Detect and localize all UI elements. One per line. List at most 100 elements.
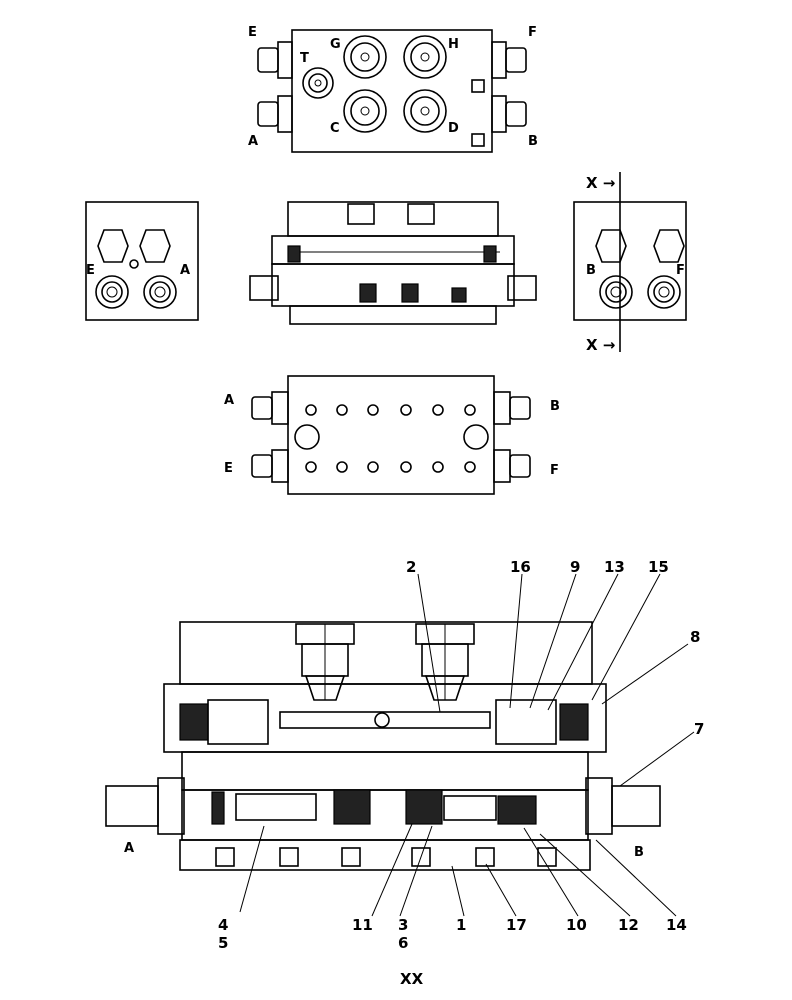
section-port-b-fitting — [585, 777, 661, 835]
callout-3: 3 — [398, 916, 408, 934]
section-base — [179, 839, 591, 871]
mini-spring-left — [287, 245, 301, 263]
section-piston-left — [235, 793, 317, 821]
top-port-e-label: E — [248, 25, 257, 40]
section-middle-body — [163, 683, 607, 753]
section-relief-valve-left — [295, 623, 355, 701]
callout-17: 17 — [506, 916, 527, 934]
top-left-fitting-a — [257, 95, 293, 133]
top-left-fitting-e — [257, 41, 293, 79]
top-view-body — [291, 29, 493, 153]
left-end-hex-plug-2 — [139, 229, 171, 263]
top-port-g-label: G — [330, 37, 341, 52]
top-port-c-label: C — [330, 121, 340, 136]
callout-13: 13 — [604, 558, 625, 576]
bottom-port-f-label: F — [550, 463, 559, 478]
top-port-d-label: D — [448, 121, 459, 136]
callout-9: 9 — [570, 558, 580, 576]
mini-relief-1 — [347, 203, 375, 225]
section-spring-left — [179, 703, 209, 741]
right-end-view: B F X → X → — [573, 172, 687, 354]
callout-6: 6 — [398, 934, 408, 952]
left-end-hex-plug-1 — [97, 229, 129, 263]
section-spool — [279, 711, 491, 729]
left-end-port-e-label: E — [86, 263, 95, 278]
mini-check-1 — [359, 283, 377, 303]
section-piston-right — [443, 795, 497, 821]
port-c-circle — [343, 89, 387, 133]
top-plug-lower — [471, 133, 485, 147]
bottom-right-fitting-b — [493, 391, 531, 425]
callout-7: 7 — [694, 720, 704, 738]
section-view: 2 16 9 13 15 8 7 4 5 11 3 6 1 17 10 12 1… — [105, 558, 704, 988]
bottom-view-body — [287, 375, 495, 495]
section-plug-left — [211, 791, 225, 825]
bottom-left-fitting-a — [251, 391, 289, 425]
bottom-port-e-label: E — [224, 461, 233, 476]
section-check-left — [333, 789, 371, 825]
bottom-right-fitting-f — [493, 449, 531, 483]
left-end-body — [85, 201, 199, 321]
section-check-right — [497, 795, 537, 825]
right-end-port-b-label: B — [586, 263, 596, 278]
right-end-hex-plug-2 — [653, 229, 685, 263]
section-marker-bottom: X → — [586, 336, 615, 354]
section-port-b-label: B — [634, 845, 644, 860]
top-view: E F A B T G H C D — [248, 25, 538, 153]
right-end-body — [573, 201, 687, 321]
mini-mid-block — [271, 235, 515, 265]
bottom-port-b-label: B — [550, 399, 560, 414]
mini-left-fitting — [249, 275, 279, 301]
right-end-port-f — [647, 275, 681, 309]
section-spool-ball — [374, 712, 390, 728]
section-relief-valve-right — [415, 623, 475, 701]
port-h-circle — [403, 35, 447, 79]
top-port-t-label: T — [300, 51, 309, 66]
top-port-a-label: A — [248, 134, 258, 149]
mini-top-block — [287, 201, 499, 237]
top-plug-upper — [471, 79, 485, 93]
left-end-view: E A — [85, 201, 199, 321]
section-check-center — [405, 789, 443, 825]
section-spring-right — [559, 703, 589, 741]
callout-2: 2 — [406, 558, 416, 576]
mini-check-3 — [451, 287, 467, 303]
mini-spring-right — [483, 245, 497, 263]
top-right-fitting-f — [491, 41, 527, 79]
mini-base — [289, 305, 497, 325]
port-d-circle — [403, 89, 447, 133]
section-left-cap — [207, 699, 269, 745]
section-lower-body — [181, 751, 589, 791]
section-marker-top: X → — [586, 174, 615, 192]
callout-5: 5 — [218, 934, 228, 952]
bottom-bolt-holes — [305, 404, 476, 473]
port-t-circle — [302, 67, 334, 99]
right-end-hex-plug-1 — [595, 229, 627, 263]
right-end-port-f-label: F — [676, 263, 685, 278]
callout-10: 10 — [566, 916, 587, 934]
callout-14: 14 — [666, 916, 687, 934]
section-port-a-label: A — [124, 841, 134, 856]
top-port-h-label: H — [448, 37, 459, 52]
callout-16: 16 — [510, 558, 531, 576]
bottom-view: A B E F — [224, 375, 560, 495]
callout-1: 1 — [456, 916, 466, 934]
mini-right-fitting — [507, 275, 537, 301]
callout-4: 4 — [218, 916, 228, 934]
callout-8: 8 — [690, 628, 700, 646]
front-mini-view — [249, 201, 537, 325]
bottom-dowel-right — [463, 424, 489, 450]
mini-relief-2 — [407, 203, 435, 225]
left-end-orifice — [129, 259, 139, 269]
callout-11: 11 — [352, 916, 373, 934]
top-port-b-label: B — [528, 134, 538, 149]
section-label-xx: XX — [400, 970, 424, 988]
left-end-port-a-label: A — [180, 263, 190, 278]
callout-12: 12 — [618, 916, 639, 934]
section-right-cap — [495, 699, 557, 745]
mini-check-2 — [401, 283, 419, 303]
section-upper-housing — [179, 621, 593, 685]
section-port-a-fitting — [105, 777, 185, 835]
bottom-port-a-label: A — [224, 393, 234, 408]
